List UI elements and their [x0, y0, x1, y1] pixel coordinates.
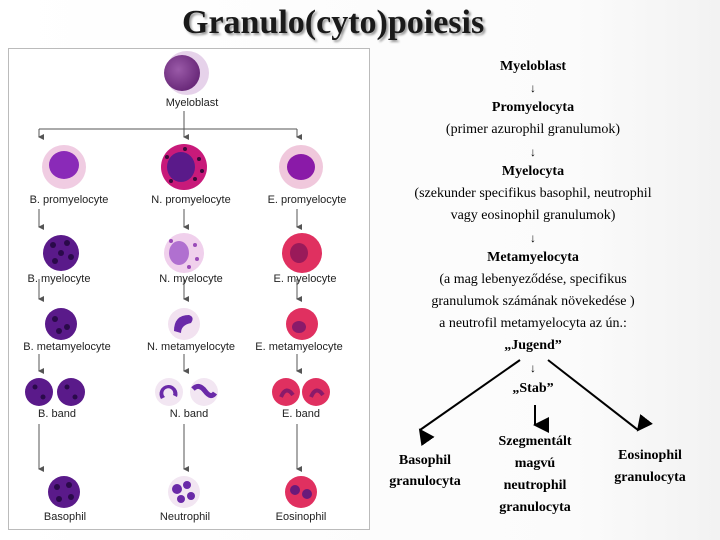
text-basophil-2: granulocyta: [389, 474, 461, 489]
down-arrow-icon: ↓: [530, 81, 536, 95]
label-e-promyelocyte: E. promyelocyte: [267, 194, 347, 206]
text-myeloblast: Myeloblast: [499, 59, 567, 74]
text-myelocyta: Myelocyta: [501, 164, 565, 179]
n-promyelocyte-cell: [161, 144, 207, 190]
text-jugend: „Jugend”: [504, 338, 562, 353]
text-metamyelocyta-note-3: a neutrofil metamyelocyta az ún.:: [439, 316, 627, 331]
text-neutrophil-2: magvú: [514, 456, 556, 471]
myeloblast-cell: [164, 51, 209, 95]
b-band-cells: [25, 378, 85, 406]
label-e-band: E. band: [282, 408, 320, 420]
text-promyelocyta-note: (primer azurophil granulumok): [445, 122, 621, 137]
basophil-cell: [48, 476, 80, 508]
text-basophil-1: Basophil: [398, 453, 452, 468]
page-title: Granulo(cyto)poiesis: [182, 4, 485, 41]
label-b-band: B. band: [38, 408, 76, 420]
down-arrow-icon: ↓: [530, 361, 536, 375]
b-promyelocyte-cell: [42, 145, 86, 189]
label-eosinophil: Eosinophil: [275, 511, 327, 523]
text-neutrophil-3: neutrophil: [503, 478, 567, 493]
text-promyelocyta: Promyelocyta: [491, 100, 575, 115]
label-e-myelocyte: E. myelocyte: [273, 273, 337, 285]
label-n-metamyelocyte: N. metamyelocyte: [146, 341, 236, 353]
granulopoiesis-figure: Myeloblast B. promyelocyte N. promyelocy…: [8, 48, 370, 530]
e-myelocyte-cell: [282, 233, 322, 273]
label-n-band: N. band: [169, 408, 209, 420]
down-arrow-icon: ↓: [530, 145, 536, 159]
label-myeloblast: Myeloblast: [165, 97, 219, 109]
label-b-myelocyte: B. myelocyte: [27, 273, 91, 285]
text-eosinophil-1: Eosinophil: [618, 448, 682, 463]
n-myelocyte-cell: [164, 233, 204, 273]
label-n-myelocyte: N. myelocyte: [159, 273, 223, 285]
down-arrow-icon: ↓: [530, 231, 536, 245]
text-myelocyta-note-2: vagy eosinophil granulumok): [450, 208, 616, 223]
b-metamyelocyte-cell: [45, 308, 77, 340]
eosinophil-cell: [285, 476, 317, 508]
text-metamyelocyta: Metamyelocyta: [487, 250, 579, 265]
e-metamyelocyte-cell: [286, 308, 318, 340]
n-band-cells: [155, 378, 218, 406]
e-band-cells: [272, 378, 330, 406]
neutrophil-cell: [168, 476, 200, 508]
text-metamyelocyta-note-1: (a mag lebenyeződése, specifikus: [439, 272, 627, 287]
label-e-metamyelocyte: E. metamyelocyte: [255, 341, 343, 353]
figure-arrows: [25, 51, 330, 508]
text-neutrophil-4: granulocyta: [499, 500, 571, 515]
label-b-promyelocyte: B. promyelocyte: [29, 194, 109, 206]
text-myelocyta-note-1: (szekunder specifikus basophil, neutroph…: [414, 186, 652, 201]
text-stab: „Stab”: [512, 381, 554, 396]
label-neutrophil: Neutrophil: [159, 511, 211, 523]
label-basophil: Basophil: [43, 511, 87, 523]
label-b-metamyelocyte: B. metamyelocyte: [23, 341, 111, 353]
text-metamyelocyta-note-2: granulumok számának növekedése ): [431, 294, 635, 309]
n-metamyelocyte-cell: [168, 308, 200, 340]
b-myelocyte-cell: [43, 235, 79, 271]
e-promyelocyte-cell: [279, 145, 323, 189]
text-eosinophil-2: granulocyta: [614, 470, 686, 485]
text-neutrophil-1: Szegmentált: [498, 434, 572, 449]
label-n-promyelocyte: N. promyelocyte: [151, 194, 231, 206]
